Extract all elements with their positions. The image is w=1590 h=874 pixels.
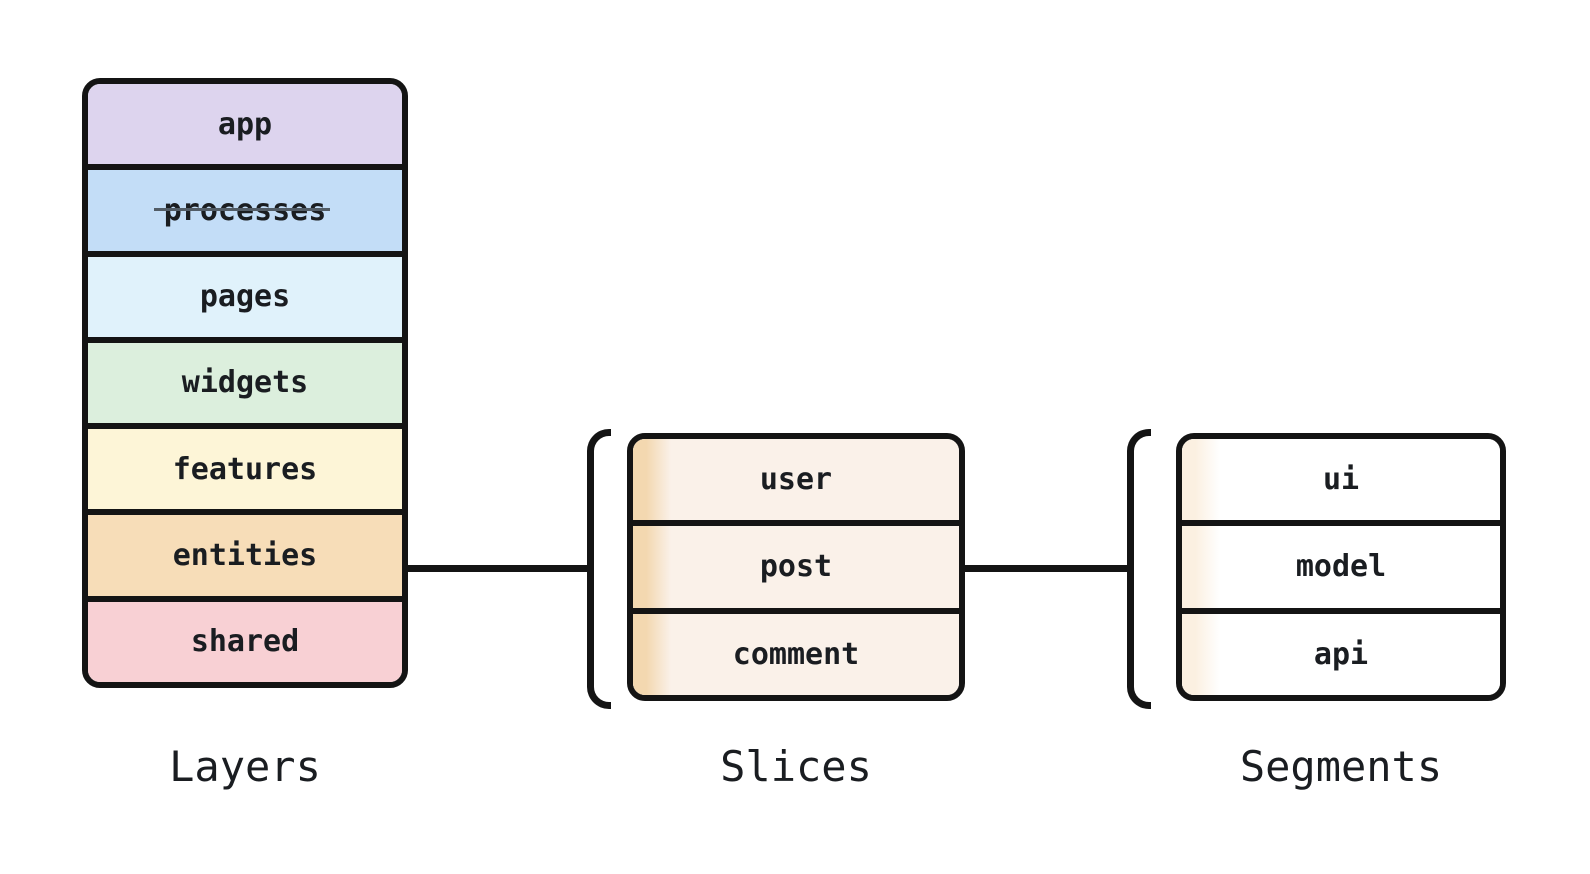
layer-label-app: app bbox=[217, 106, 273, 142]
segment-row-api: api bbox=[1182, 613, 1500, 695]
connector-layers-to-slices bbox=[406, 565, 587, 572]
layer-label-entities: entities bbox=[172, 538, 318, 574]
segments-bracket-icon bbox=[1127, 429, 1151, 709]
connector-slices-to-segments bbox=[965, 565, 1127, 572]
layer-label-processes: processes bbox=[153, 192, 330, 228]
layer-row-features: features bbox=[88, 429, 402, 516]
layer-row-app: app bbox=[88, 84, 402, 171]
segment-row-model: model bbox=[1182, 526, 1500, 614]
slice-row-accent-strip bbox=[633, 439, 671, 521]
segment-row-accent-strip bbox=[1182, 526, 1220, 608]
layer-row-processes: processes bbox=[88, 170, 402, 257]
slices-bracket-icon bbox=[587, 429, 611, 709]
slice-row-user: user bbox=[633, 439, 959, 527]
slice-row-comment: comment bbox=[633, 613, 959, 695]
segments-box: ui model api bbox=[1176, 433, 1506, 701]
slices-box: user post comment bbox=[627, 433, 965, 701]
segments-caption: Segments bbox=[1239, 742, 1443, 791]
slice-label-post: post bbox=[759, 549, 833, 585]
segment-row-ui: ui bbox=[1182, 439, 1500, 527]
slice-label-user: user bbox=[759, 462, 833, 498]
layers-box: app processes pages widgets features ent… bbox=[82, 78, 408, 688]
slice-row-post: post bbox=[633, 526, 959, 614]
layer-label-widgets: widgets bbox=[181, 365, 309, 401]
slice-row-accent-strip bbox=[633, 613, 671, 695]
segment-row-accent-strip bbox=[1182, 439, 1220, 521]
layers-caption: Layers bbox=[169, 742, 321, 791]
segment-label-ui: ui bbox=[1322, 462, 1360, 498]
layer-row-entities: entities bbox=[88, 515, 402, 602]
layer-label-features: features bbox=[172, 451, 318, 487]
slices-caption: Slices bbox=[720, 742, 872, 791]
layer-row-pages: pages bbox=[88, 256, 402, 343]
segment-label-api: api bbox=[1313, 636, 1369, 672]
layer-label-shared: shared bbox=[190, 624, 300, 660]
segment-row-accent-strip bbox=[1182, 613, 1220, 695]
layer-row-shared: shared bbox=[88, 601, 402, 682]
layer-label-pages: pages bbox=[199, 279, 291, 315]
slice-row-accent-strip bbox=[633, 526, 671, 608]
layer-row-widgets: widgets bbox=[88, 342, 402, 430]
segment-label-model: model bbox=[1295, 549, 1387, 585]
slice-label-comment: comment bbox=[732, 636, 860, 672]
